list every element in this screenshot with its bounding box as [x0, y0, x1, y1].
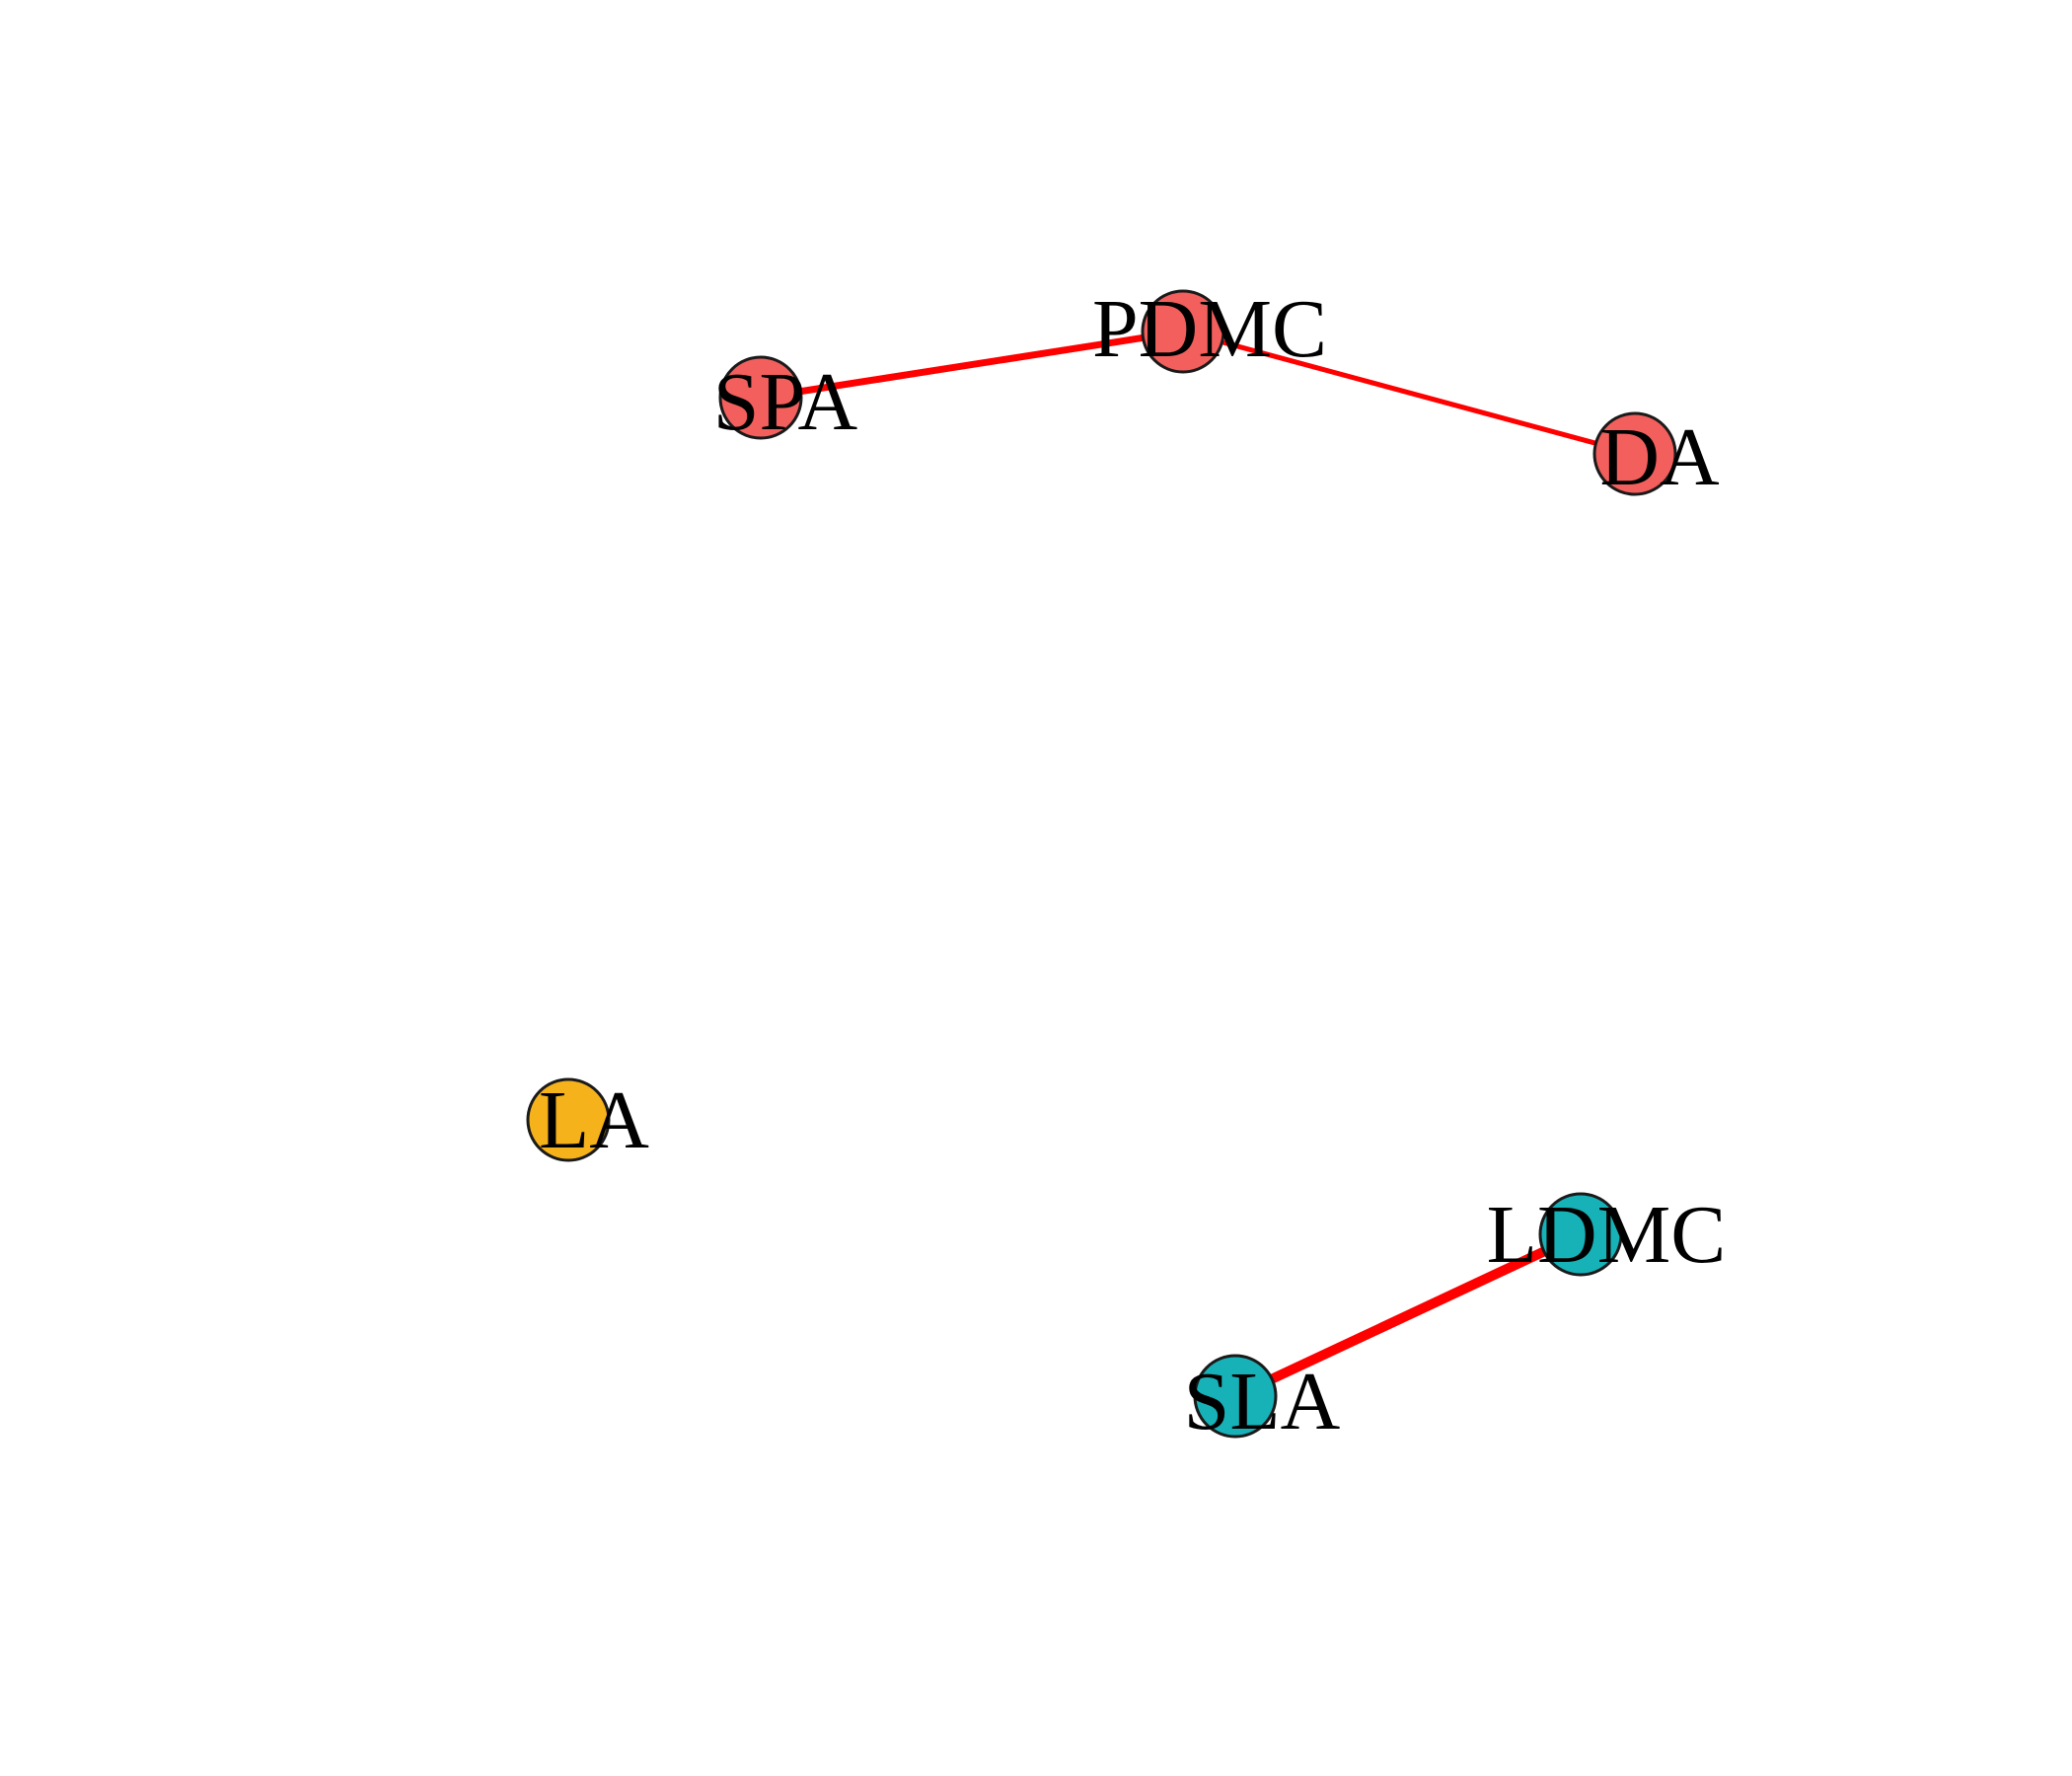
node-circle-da — [1592, 411, 1677, 496]
node-label-sla: SLA — [1184, 1356, 1341, 1447]
node-circle-pdmc — [1141, 289, 1225, 374]
node-label-ldmc: LDMC — [1487, 1189, 1727, 1281]
node-circle-la — [526, 1077, 611, 1162]
node-sla: SLA — [1184, 1354, 1341, 1447]
node-circle-sla — [1193, 1354, 1278, 1439]
node-da: DA — [1592, 411, 1720, 503]
node-label-la: LA — [539, 1074, 649, 1166]
node-la: LA — [526, 1074, 649, 1166]
node-label-pdmc: PDMC — [1092, 283, 1327, 375]
node-label-da: DA — [1599, 411, 1720, 503]
edge-sla-ldmc — [1232, 1229, 1584, 1401]
node-ldmc: LDMC — [1487, 1189, 1727, 1281]
node-circle-spa — [718, 355, 803, 440]
edge-pdmc-da — [1182, 329, 1636, 457]
node-pdmc: PDMC — [1092, 283, 1327, 375]
nodes-layer: SPA PDMC DA LA LDMC SLA — [526, 283, 1727, 1447]
node-label-spa: SPA — [713, 356, 858, 448]
edge-spa-pdmc — [760, 328, 1184, 402]
edges-layer — [760, 328, 1636, 1401]
node-circle-ldmc — [1538, 1192, 1623, 1277]
node-spa: SPA — [713, 355, 858, 448]
